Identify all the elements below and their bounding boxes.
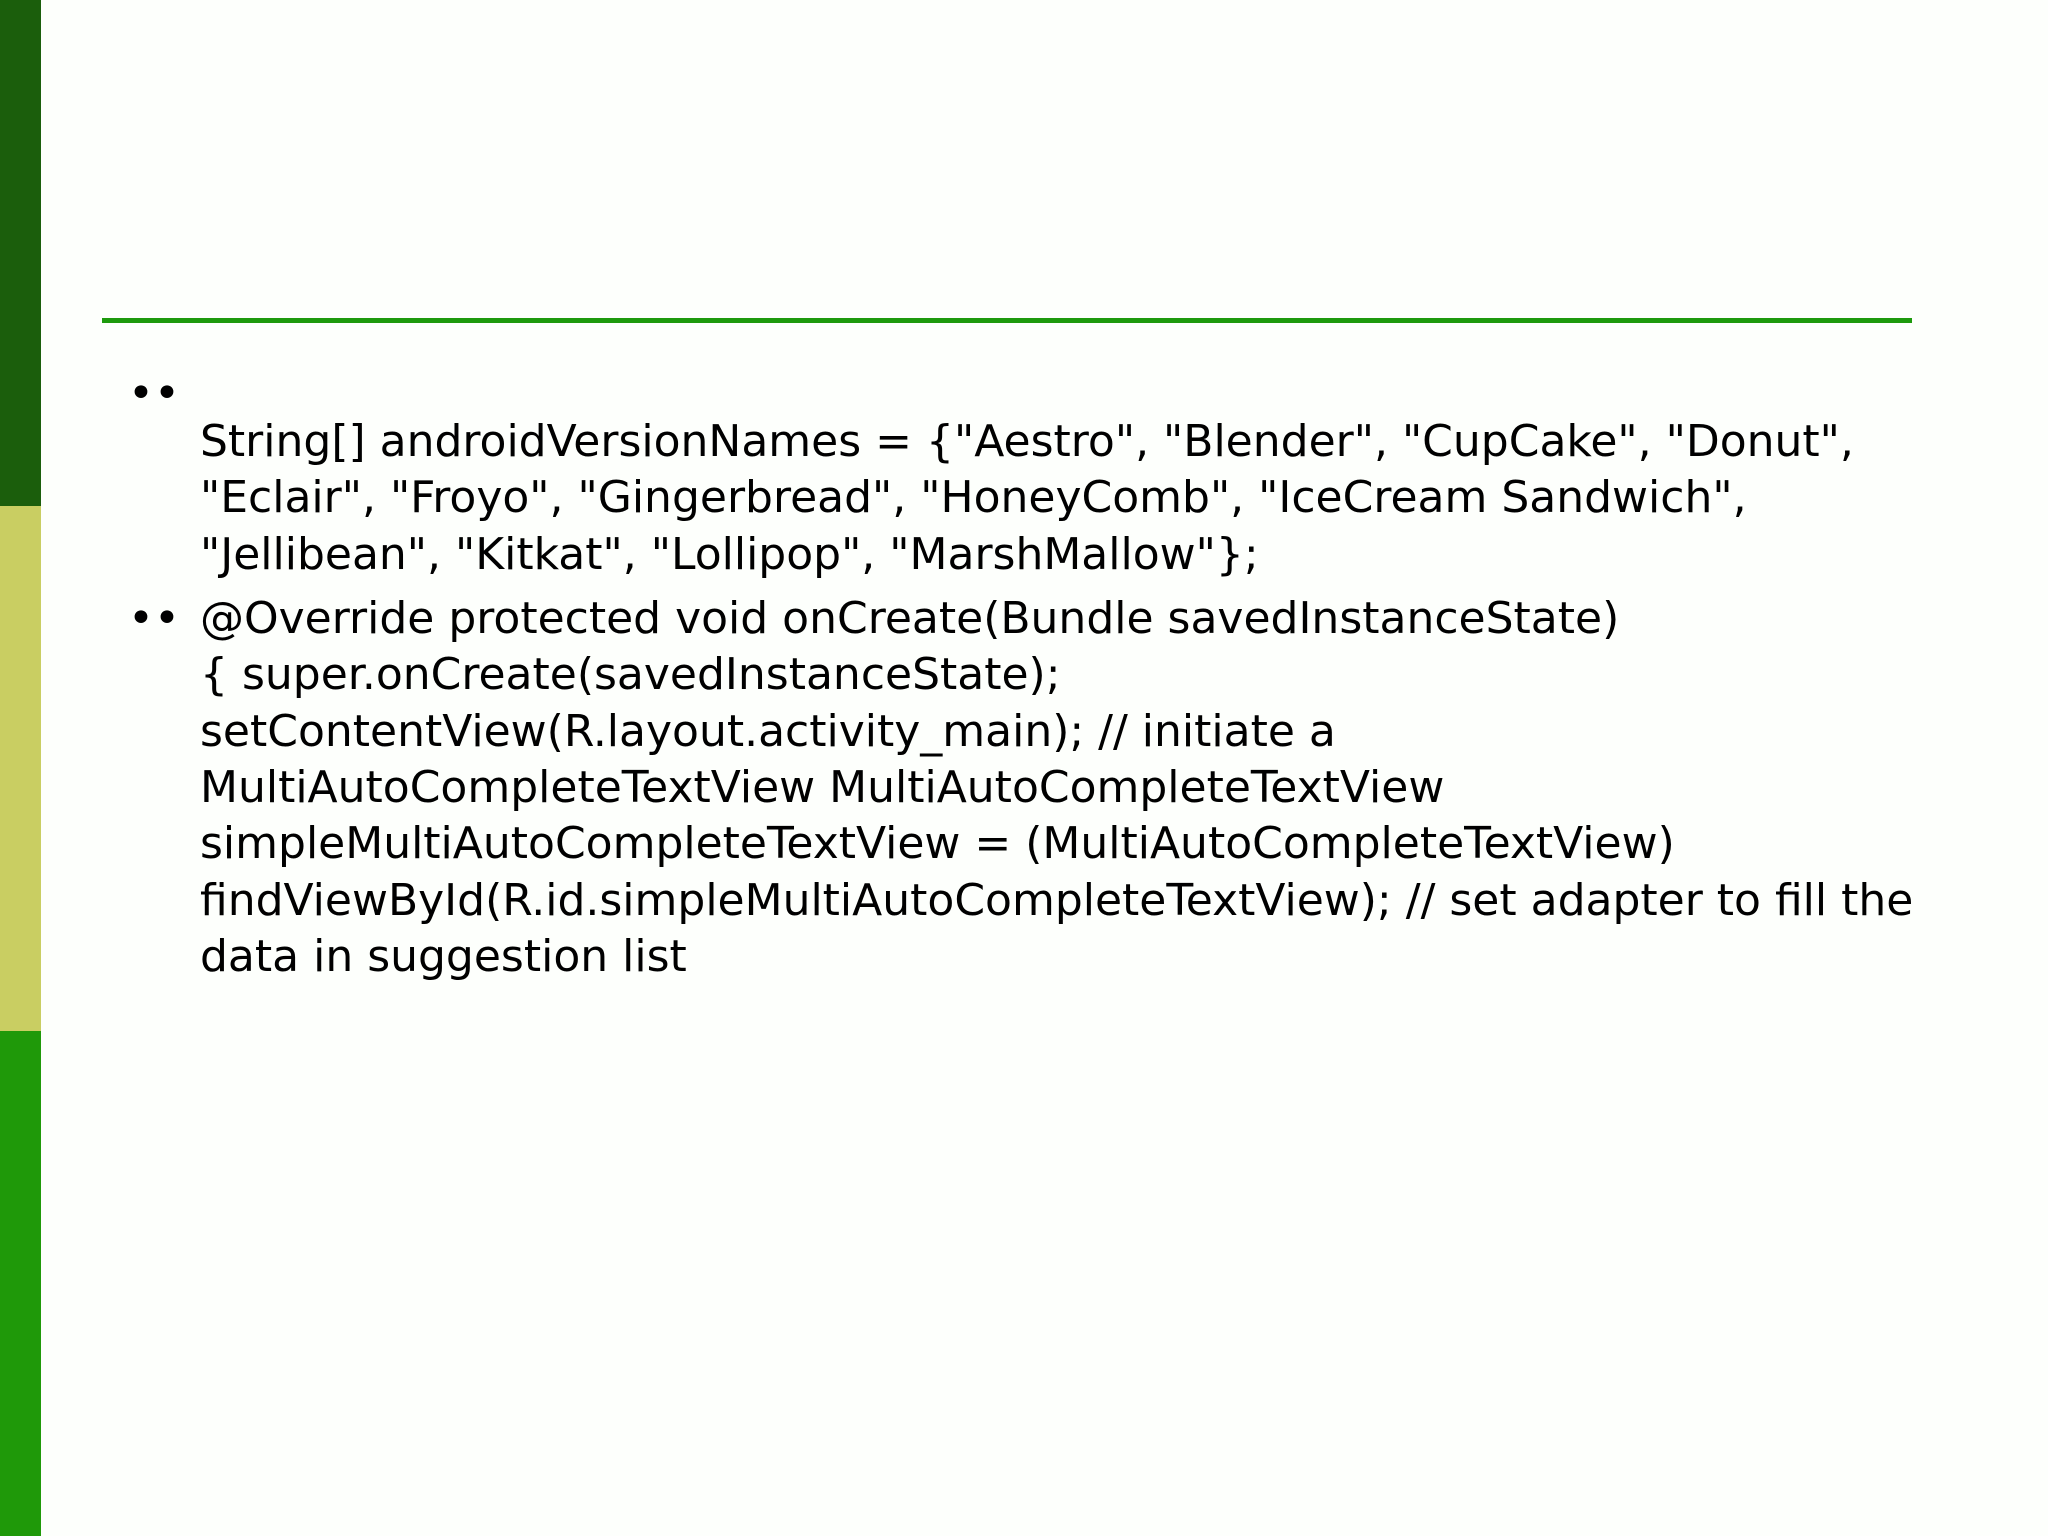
list-item: • @Override protected void onCreate(Bund…	[102, 591, 1922, 985]
list-item-text: String[] androidVersionNames = {"Aestro"…	[200, 416, 1854, 580]
body-content: • String[] androidVersionNames = {"Aestr…	[102, 366, 1922, 991]
sidebar-edge-divider	[41, 0, 43, 1536]
sidebar-band-khaki	[0, 506, 41, 1031]
page-title	[102, 120, 1912, 300]
sidebar-band-bright-green	[0, 1031, 41, 1536]
bullet-point-icon: •	[128, 366, 180, 422]
left-color-sidebar	[0, 0, 41, 1536]
list-item: • String[] androidVersionNames = {"Aestr…	[102, 366, 1922, 583]
bullet-point-icon: •	[128, 591, 180, 647]
list-item-text: @Override protected void onCreate(Bundle…	[200, 592, 1914, 982]
sidebar-band-dark-green	[0, 0, 41, 506]
title-divider-rule	[102, 318, 1912, 323]
